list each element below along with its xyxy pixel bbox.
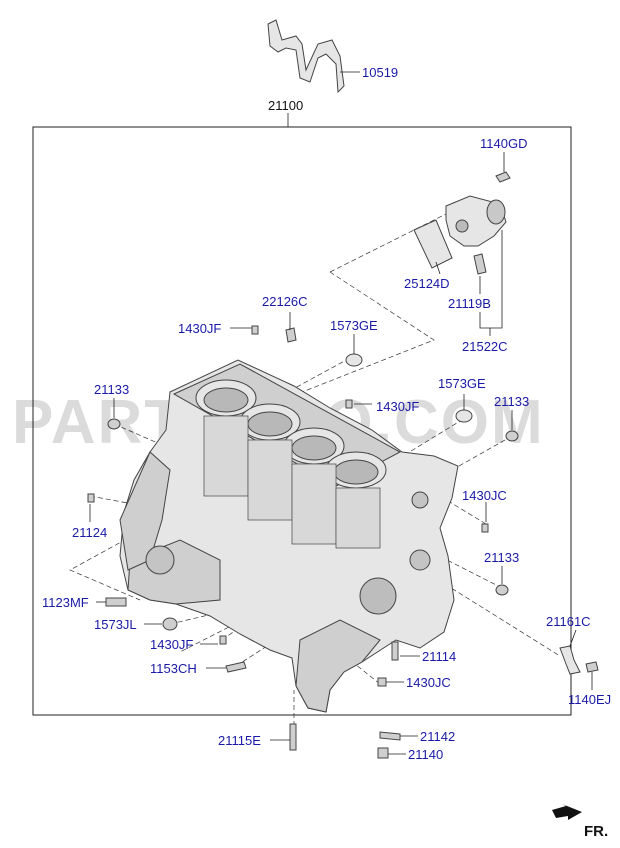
label-21133-b: 21133: [494, 394, 529, 409]
label-21124: 21124: [72, 525, 107, 540]
label-21115E: 21115E: [218, 733, 261, 748]
gasket-25124D: [413, 219, 453, 269]
assembly-frame: [32, 126, 572, 716]
leader-25124D: [435, 261, 441, 275]
dash-line-6: [451, 435, 513, 471]
label-1430JF-c: 1430JF: [150, 637, 193, 652]
label-1123MF: 1123MF: [42, 595, 89, 610]
label-1573GE-a: 1573GE: [330, 318, 378, 333]
front-arrow-icon: [552, 804, 582, 820]
heat-shield-part: [267, 19, 345, 94]
sensor-21119B: [473, 253, 487, 275]
label-1140EJ: 1140EJ: [568, 692, 611, 707]
leader-21522C: [479, 230, 503, 336]
water-outlet-part: [413, 171, 511, 275]
label-21140: 21140: [408, 747, 443, 762]
label-21100: 21100: [268, 98, 303, 113]
bolt-1140GD: [495, 171, 511, 183]
label-1140GD: 1140GD: [480, 136, 527, 151]
dash-line-1: [281, 271, 435, 401]
label-21522C: 21522C: [462, 339, 508, 354]
label-10519: 10519: [362, 65, 398, 80]
label-21133-a: 21133: [94, 382, 129, 397]
front-indicator: FR.: [584, 823, 608, 840]
dash-line-2: [329, 211, 451, 273]
small-parts: [87, 325, 599, 759]
cylinder-block-part: [119, 359, 459, 713]
label-22126C: 22126C: [262, 294, 308, 309]
label-1430JF-a: 1430JF: [178, 321, 221, 336]
label-21114: 21114: [422, 649, 456, 664]
label-1573GE-b: 1573GE: [438, 376, 486, 391]
label-1573JL: 1573JL: [94, 617, 137, 632]
label-1153CH: 1153CH: [150, 661, 197, 676]
label-1430JC-a: 1430JC: [462, 488, 507, 503]
dash-line-5: [113, 423, 161, 445]
label-1430JF-b: 1430JF: [376, 399, 419, 414]
label-25124D: 25124D: [404, 276, 450, 291]
dash-line-4: [379, 414, 471, 471]
label-21142: 21142: [420, 729, 455, 744]
dash-line-9: [407, 539, 503, 589]
label-21133-c: 21133: [484, 550, 519, 565]
label-21161C: 21161C: [546, 614, 591, 629]
leader-21161C: [569, 629, 577, 647]
label-1430JC-b: 1430JC: [406, 675, 451, 690]
label-21119B: 21119B: [448, 296, 491, 311]
